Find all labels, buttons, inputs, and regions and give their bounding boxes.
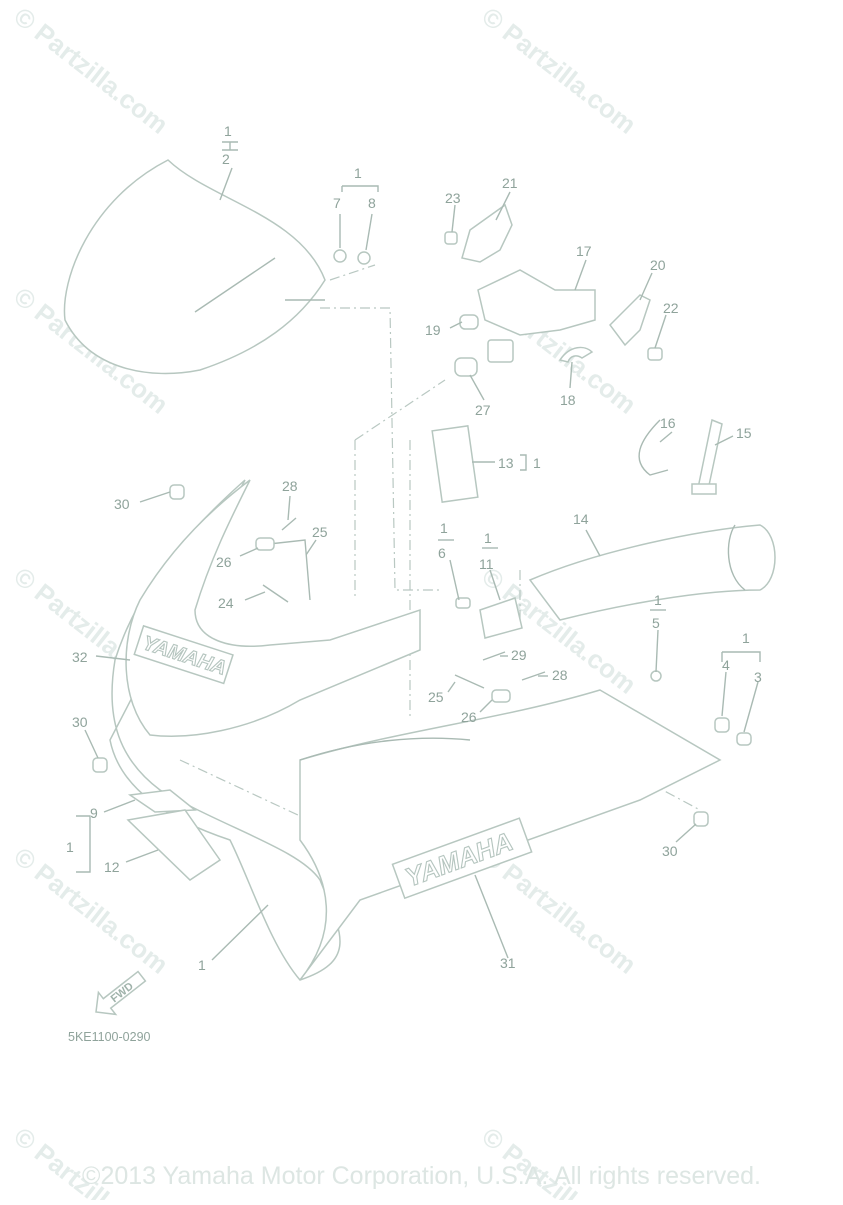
callout: 23	[445, 190, 461, 206]
forward-direction-arrow: FWD	[95, 970, 147, 1016]
callout: 1	[654, 592, 662, 608]
callout: 5	[652, 615, 660, 631]
callout: 1	[484, 530, 492, 546]
bolt-30c	[693, 811, 709, 827]
mirror-stay-14	[697, 418, 723, 491]
bracket-19	[609, 294, 651, 347]
callout: 26	[461, 709, 477, 725]
callout: 26	[216, 554, 232, 570]
stay-16	[477, 269, 596, 336]
spring-28b	[521, 671, 546, 681]
damper-18	[459, 314, 479, 330]
collar-26a	[255, 537, 275, 551]
clip-17	[558, 346, 594, 363]
callout: 1	[440, 520, 448, 536]
callout: 1	[224, 123, 232, 139]
pin-25	[454, 674, 485, 689]
callout: 21	[502, 175, 518, 191]
callout: 28	[282, 478, 298, 494]
callout: 30	[72, 714, 88, 730]
callout-numbers: 1 2 1 7 8 23 21 17 20 22 19 18 27 13 1 1…	[66, 123, 762, 1044]
nut-5	[650, 670, 662, 682]
callout: 16	[660, 415, 676, 431]
watermark: © Partzilla.com	[476, 1, 642, 140]
cover-11	[126, 809, 222, 881]
callout: 25	[312, 524, 328, 540]
duct-cover-10	[479, 597, 523, 639]
collar-4	[714, 717, 730, 733]
callout: 1	[354, 165, 362, 181]
callout: 31	[500, 955, 516, 971]
block-16b	[487, 339, 514, 363]
callout: 15	[736, 425, 752, 441]
callout: 6	[438, 545, 446, 561]
stay-23	[259, 539, 311, 601]
callout: 1	[198, 957, 206, 973]
air-duct-13	[528, 524, 776, 621]
callout: 4	[722, 657, 730, 673]
callout: 8	[368, 195, 376, 211]
leader-lines	[76, 141, 761, 961]
cover-9	[127, 789, 198, 813]
mirror-base-14	[691, 483, 717, 495]
pad-12	[431, 424, 479, 504]
bolt-24	[262, 584, 289, 603]
clip-15	[638, 419, 669, 476]
callout: 3	[754, 669, 762, 685]
callout: 19	[425, 322, 441, 338]
callout: 12	[104, 859, 120, 875]
watermark: © Partzilla.com	[8, 841, 174, 980]
washer-8	[357, 251, 371, 265]
bracket-20	[461, 203, 513, 263]
nut-22	[444, 231, 458, 245]
windscreen	[63, 159, 326, 375]
callout: 1	[66, 839, 74, 855]
callout: 2	[222, 151, 230, 167]
callout: 32	[72, 649, 88, 665]
callout: 18	[560, 392, 576, 408]
callout: 17	[576, 243, 592, 259]
callout: 30	[114, 496, 130, 512]
bolt-3	[736, 732, 752, 746]
diagram-code: 5KE1100-0290	[68, 1030, 151, 1044]
callout: 27	[475, 402, 491, 418]
bolt-30b	[92, 757, 108, 773]
callout: 30	[662, 843, 678, 859]
callout: 14	[573, 511, 589, 527]
collar-26b	[491, 689, 511, 703]
callout: 11	[479, 556, 494, 572]
callout: 20	[650, 257, 666, 273]
callout: 22	[663, 300, 679, 316]
screw-6	[455, 597, 471, 609]
bolt-30a	[169, 484, 185, 500]
screw-7	[333, 249, 347, 263]
callout: 13	[498, 455, 514, 471]
collar-27	[454, 357, 478, 377]
spring-29	[482, 651, 506, 661]
callout: 29	[511, 647, 527, 663]
callout: 7	[333, 195, 341, 211]
copyright-notice: ©2013 Yamaha Motor Corporation, U.S.A. A…	[82, 1162, 761, 1190]
callout: 25	[428, 689, 444, 705]
callout: 1	[742, 630, 750, 646]
bolt-21	[647, 347, 663, 361]
callout: 1	[533, 455, 541, 471]
callout: 9	[90, 805, 98, 821]
upper-cowl	[125, 479, 421, 737]
callout: 24	[218, 595, 234, 611]
spring-28a	[281, 517, 297, 531]
callout: 28	[552, 667, 568, 683]
watermark: © Partzilla.com	[8, 1, 174, 140]
